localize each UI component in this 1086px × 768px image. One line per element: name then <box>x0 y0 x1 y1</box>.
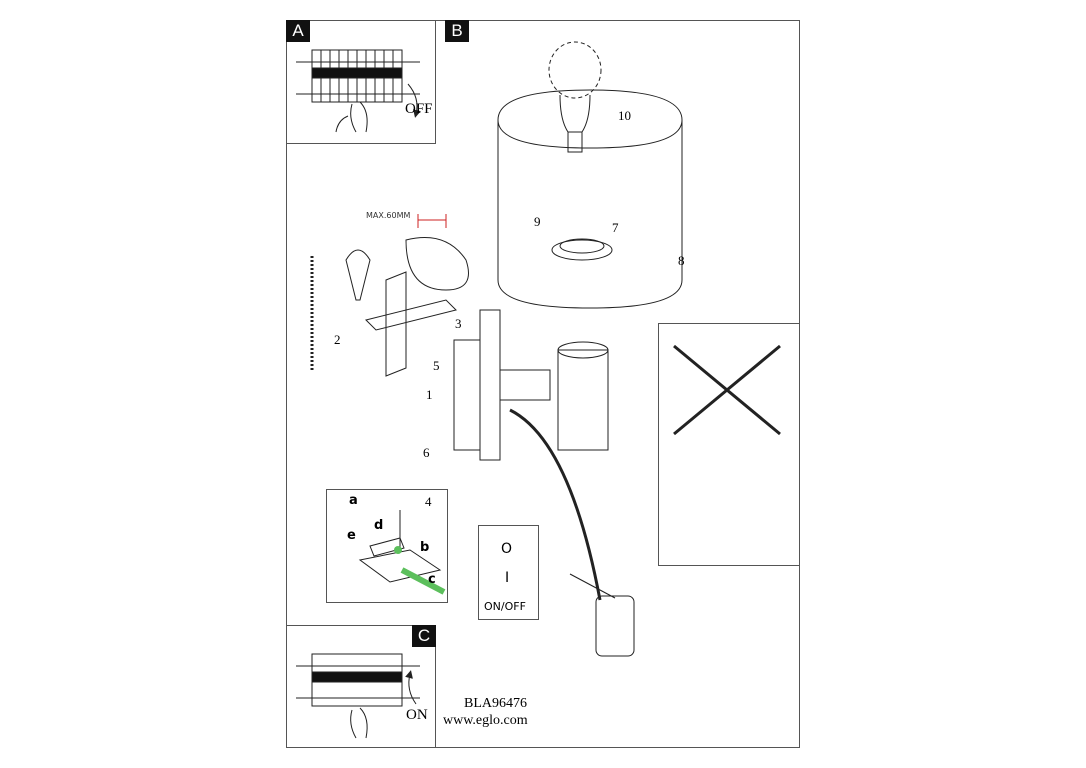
lamp-shade-assembly <box>497 41 683 309</box>
wiring-label-d: d <box>374 518 384 533</box>
wiring-label-c: c <box>428 572 436 587</box>
on-label: ON <box>406 707 428 723</box>
step-5-label: 5 <box>433 358 440 373</box>
breaker-on-illustration <box>296 653 420 739</box>
switch-detail-panel <box>478 525 539 620</box>
website-url[interactable]: www.eglo.com <box>443 713 528 728</box>
breaker-off-illustration <box>296 49 421 133</box>
switch-label: ON/OFF <box>484 600 526 613</box>
wiring-label-e: e <box>347 528 356 543</box>
step-4-label: 4 <box>425 494 432 509</box>
max-strip-label: MAX.60MM <box>366 211 411 220</box>
switch-off-symbol: O <box>501 541 513 557</box>
step-9-label: 9 <box>534 214 541 229</box>
panel-c-power-on <box>286 625 436 748</box>
incorrect-shade-cross-icon <box>673 344 781 436</box>
terminal-block-illustration <box>358 510 446 595</box>
step-6-label: 6 <box>423 445 430 460</box>
step-10-label: 10 <box>618 108 631 123</box>
step-1-label: 1 <box>426 387 433 402</box>
step-7-label: 7 <box>612 220 619 235</box>
step-8-label: 8 <box>678 253 685 268</box>
wiring-label-b: b <box>420 540 430 555</box>
step-3-label: 3 <box>455 316 462 331</box>
section-tag-a: A <box>286 20 310 42</box>
mounting-bracket-illustration <box>310 214 469 377</box>
section-tag-c: C <box>412 625 436 647</box>
switch-on-symbol: I <box>505 570 510 586</box>
model-number: BLA96476 <box>464 696 527 711</box>
panel-a-power-off <box>286 20 436 144</box>
wall-lamp-body <box>453 309 635 657</box>
step-2-label: 2 <box>334 332 341 347</box>
incorrect-shade-panel <box>658 323 800 566</box>
wiring-label-a: a <box>349 493 358 508</box>
off-label: OFF <box>405 101 433 117</box>
section-tag-b: B <box>445 20 469 42</box>
